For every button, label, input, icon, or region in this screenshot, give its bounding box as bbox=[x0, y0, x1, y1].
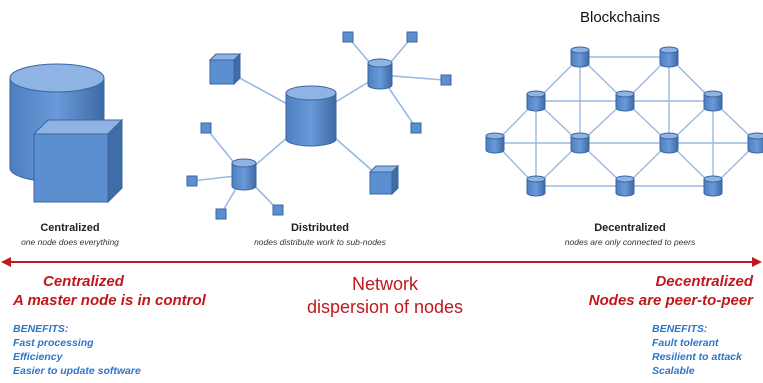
distributed-network bbox=[186, 31, 452, 220]
benefits-decentralized: BENEFITS: Fault tolerant Resilient to at… bbox=[652, 322, 762, 378]
benefit-item: Fault tolerant bbox=[652, 337, 719, 349]
centralized-heading-line1: Centralized bbox=[43, 273, 124, 290]
decentralized-heading: Decentralized Nodes are peer-to-peer bbox=[560, 272, 753, 310]
centralized-heading: Centralized A master node is in control bbox=[13, 272, 253, 310]
centralized-title: Centralized bbox=[40, 222, 100, 234]
peer-node-icon bbox=[570, 132, 590, 154]
centralized-heading-line2: A master node is in control bbox=[13, 292, 206, 309]
decentralized-heading-line1: Decentralized bbox=[655, 273, 753, 290]
distributed-leaf-node-icon bbox=[410, 122, 422, 134]
centralized-node-icon bbox=[9, 63, 124, 204]
distributed-subhub-node-icon bbox=[231, 158, 257, 191]
distributed-subhub-node-icon bbox=[367, 58, 393, 90]
benefits-centralized: BENEFITS: Fast processing Efficiency Eas… bbox=[13, 322, 213, 378]
peer-node-icon bbox=[526, 175, 546, 197]
distributed-leaf-node-icon bbox=[272, 204, 284, 216]
peer-node-icon bbox=[703, 90, 723, 112]
spectrum-arrow bbox=[1, 257, 762, 267]
peer-node-icon bbox=[485, 132, 505, 154]
decentralized-subtitle: nodes are only connected to peers bbox=[564, 237, 696, 247]
network-dispersion-heading: Network dispersion of nodes bbox=[270, 273, 500, 319]
distributed-leaf-node-icon bbox=[342, 31, 354, 43]
peer-node-icon bbox=[703, 175, 723, 197]
network-diagrams bbox=[9, 31, 763, 220]
peer-node-icon bbox=[747, 132, 763, 154]
benefit-item: Easier to update software bbox=[13, 365, 141, 377]
decentralized-title: Decentralized bbox=[594, 222, 666, 234]
benefit-item: Fast processing bbox=[13, 337, 94, 349]
distributed-leaf-node-icon bbox=[215, 208, 227, 220]
benefits-label: BENEFITS: bbox=[13, 323, 69, 335]
arrow-right-head bbox=[752, 257, 762, 267]
peer-node-icon bbox=[659, 132, 679, 154]
benefit-item: Resilient to attack bbox=[652, 351, 742, 363]
distributed-subtitle: nodes distribute work to sub-nodes bbox=[254, 237, 386, 247]
benefits-label: BENEFITS: bbox=[652, 323, 708, 335]
benefit-item: Efficiency bbox=[13, 351, 63, 363]
blockchains-title: Blockchains bbox=[580, 9, 661, 26]
peer-node-icon bbox=[526, 90, 546, 112]
peer-node-icon bbox=[615, 90, 635, 112]
distributed-hub-node-icon bbox=[285, 85, 337, 147]
distributed-leaf-node-icon bbox=[200, 122, 212, 134]
benefit-item: Scalable bbox=[652, 365, 695, 377]
peer-node-icon bbox=[570, 46, 590, 68]
distributed-leaf-node-icon bbox=[186, 175, 198, 187]
distributed-leaf-node-icon bbox=[406, 31, 418, 43]
centralized-subtitle: one node does everything bbox=[21, 237, 119, 247]
peer-node-icon bbox=[659, 46, 679, 68]
network-dispersion-line2: dispersion of nodes bbox=[306, 297, 464, 317]
arrow-left-head bbox=[1, 257, 11, 267]
distributed-cube-node-icon bbox=[208, 52, 242, 86]
distributed-cube-node-icon bbox=[368, 164, 400, 196]
peer-node-icon bbox=[615, 175, 635, 197]
network-dispersion-line1: Network bbox=[351, 274, 418, 294]
distributed-title: Distributed bbox=[290, 222, 350, 234]
decentralized-heading-line2: Nodes are peer-to-peer bbox=[588, 292, 753, 309]
distributed-leaf-node-icon bbox=[440, 74, 452, 86]
decentralized-mesh bbox=[485, 46, 763, 197]
